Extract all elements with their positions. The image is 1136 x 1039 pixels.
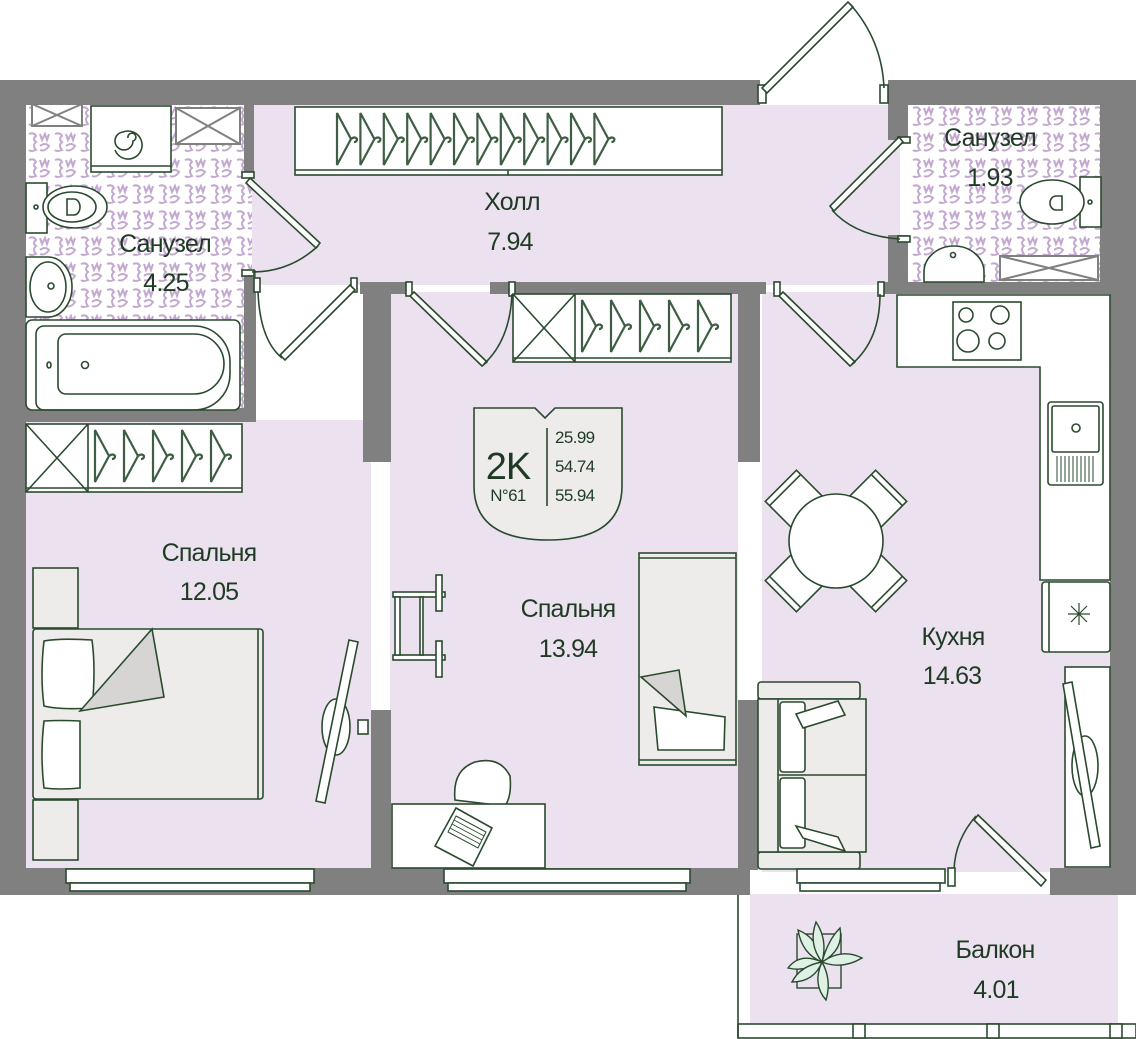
- dining-table-icon: [764, 469, 908, 613]
- hanger-icon: [638, 299, 662, 353]
- hanger-icon: [523, 112, 546, 166]
- hanger-icon: [546, 112, 569, 166]
- single-bed-icon: [638, 552, 737, 766]
- wardrobe-hanger-icon: [335, 112, 616, 166]
- room-labels: Санузел 4.25 Холл 7.94 Санузел 1.93 Спал…: [119, 124, 1037, 1004]
- hall-wardrobe: [294, 106, 723, 176]
- room-name-bathroom-1: Санузел: [119, 230, 211, 258]
- room-name-bedroom-1: Спальня: [162, 539, 257, 567]
- total-area-with-balcony: 55.94: [555, 486, 595, 505]
- room-name-bathroom-2: Санузел: [944, 124, 1036, 152]
- living-area: 25.99: [555, 428, 595, 447]
- hanger-icon: [476, 112, 499, 166]
- hanger-icon: [209, 429, 233, 483]
- laptop-icon: [433, 806, 494, 868]
- hanger-icon: [429, 112, 452, 166]
- crib-icon: [392, 574, 446, 678]
- balcony-door[interactable]: [947, 813, 1048, 888]
- kitchen-counter: [896, 294, 1111, 581]
- bedroom-2-wardrobe: [512, 293, 732, 363]
- room-area-bedroom-1: 12.05: [180, 578, 239, 606]
- room-name-balcony: Балкон: [955, 936, 1034, 964]
- room-name-hall: Холл: [484, 188, 540, 216]
- room-area-kitchen: 14.63: [923, 662, 982, 690]
- wardrobe-hanger-icon: [93, 429, 233, 483]
- bathroom-1-fixtures: [25, 103, 241, 411]
- room-area-bathroom-1: 4.25: [143, 269, 188, 297]
- hanger-icon: [580, 299, 604, 353]
- room-area-balcony: 4.01: [973, 976, 1018, 1004]
- bedroom-1-wardrobe: [25, 423, 243, 493]
- bathtub-icon: [25, 319, 241, 411]
- vent-box-icon: [31, 103, 241, 145]
- hanger-icon: [335, 112, 359, 166]
- hanger-icon: [151, 429, 175, 483]
- toilet-icon: [25, 182, 108, 234]
- sink-icon: [25, 256, 73, 318]
- bathroom-2-fixtures: [923, 176, 1102, 283]
- desk-icon: [391, 759, 546, 869]
- room-area-hall: 7.94: [487, 228, 533, 256]
- fridge-icon: [1041, 581, 1111, 653]
- apartment-type: 2K: [486, 446, 531, 488]
- hanger-icon: [359, 112, 382, 166]
- bedroom-2-window: [443, 868, 691, 892]
- sink-icon: [923, 245, 985, 283]
- hanger-icon: [569, 112, 593, 166]
- bedroom-2-door[interactable]: [405, 281, 516, 368]
- room-name-kitchen: Кухня: [922, 623, 985, 651]
- total-area: 54.74: [555, 457, 595, 476]
- hanger-icon: [406, 112, 429, 166]
- wardrobe-hanger-icon: [580, 299, 720, 353]
- kitchen-sink-icon: [1047, 401, 1104, 486]
- balcony-railing: [737, 895, 1136, 1039]
- kitchen-window: [796, 868, 946, 892]
- apartment-number: N°61: [490, 486, 526, 505]
- tv-icon: [1062, 666, 1111, 868]
- hanger-icon: [696, 299, 720, 353]
- hanger-icon: [499, 112, 522, 166]
- hanger-icon: [180, 429, 204, 483]
- kitchen-door[interactable]: [773, 281, 885, 368]
- cooktop-icon: [952, 301, 1022, 361]
- sofa-icon: [757, 681, 867, 870]
- room-name-bedroom-2: Спальня: [521, 595, 616, 623]
- washing-machine-icon: [90, 105, 172, 173]
- entrance-door[interactable]: [757, 0, 889, 104]
- area-badge: 2K N°61 25.99 54.74 55.94: [473, 407, 623, 541]
- bathroom-1-door[interactable]: [241, 171, 322, 277]
- bedroom-1-door[interactable]: [253, 277, 358, 362]
- toilet-icon: [1019, 176, 1102, 228]
- bed-icon: [32, 567, 264, 861]
- hanger-icon: [122, 429, 146, 483]
- hanger-icon: [452, 112, 476, 166]
- bathroom-2-door[interactable]: [828, 135, 911, 243]
- walls: [0, 80, 1136, 895]
- tv-icon: [315, 639, 369, 804]
- hanger-icon: [667, 299, 691, 353]
- room-area-bedroom-2: 13.94: [539, 635, 598, 663]
- bedroom-1-window: [65, 868, 315, 892]
- room-area-bathroom-2: 1.93: [967, 164, 1012, 192]
- hanger-icon: [609, 299, 633, 353]
- hanger-icon: [382, 112, 405, 166]
- vent-box-icon: [999, 255, 1099, 281]
- hanger-icon: [593, 112, 616, 166]
- plant-icon: [786, 920, 864, 1002]
- hanger-icon: [93, 429, 117, 483]
